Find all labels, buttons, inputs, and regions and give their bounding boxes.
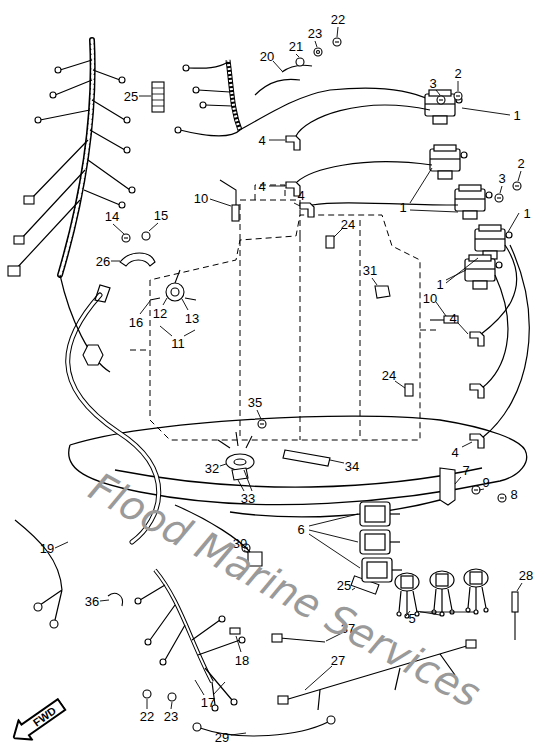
callout-number: 9 xyxy=(481,475,490,490)
callout-number: 4 xyxy=(450,445,459,460)
callout-number: 1 xyxy=(512,108,521,123)
callout-number: 5 xyxy=(407,611,416,626)
callout-number: 1 xyxy=(435,277,444,292)
callout-number: 4 xyxy=(257,133,266,148)
callout-number: 32 xyxy=(204,461,220,476)
callout-number: 11 xyxy=(170,336,186,351)
callout-number: 34 xyxy=(344,459,360,474)
callout-number: 24 xyxy=(381,368,397,383)
callout-number: 1 xyxy=(522,206,531,221)
callout-number: 16 xyxy=(128,315,144,330)
callout-number: 33 xyxy=(240,491,256,506)
callout-number: 10 xyxy=(193,191,209,206)
callout-number: 15 xyxy=(153,208,169,223)
callout-number: 17 xyxy=(200,695,216,710)
callout-number: 25 xyxy=(123,89,139,104)
callout-number: 24 xyxy=(340,217,356,232)
watermark: Flood Marine Services xyxy=(82,465,488,716)
callout-number: 7 xyxy=(461,463,470,478)
callout-number: 12 xyxy=(152,306,168,321)
callout-number: 3 xyxy=(428,76,437,91)
callout-number: 4 xyxy=(448,311,457,326)
callout-number: 6 xyxy=(296,522,305,537)
callout-number: 23 xyxy=(163,709,179,724)
callout-number: 18 xyxy=(234,653,250,668)
callout-number: 28 xyxy=(518,568,534,583)
callout-number: 10 xyxy=(422,291,438,306)
callout-number: 14 xyxy=(104,209,120,224)
callout-number: 13 xyxy=(184,311,200,326)
callout-number: 22 xyxy=(139,709,155,724)
callout-number: 21 xyxy=(288,39,304,54)
callout-number: 3 xyxy=(497,171,506,186)
callout-number: 4 xyxy=(296,188,305,203)
callout-number: 35 xyxy=(247,395,263,410)
callout-number: 36 xyxy=(84,594,100,609)
callout-number: 29 xyxy=(214,730,230,745)
callout-number: 2 xyxy=(516,156,525,171)
direction-label: FWD xyxy=(6,693,70,749)
callout-number: 22 xyxy=(330,12,346,27)
callout-number: 2 xyxy=(453,66,462,81)
callout-number: 27 xyxy=(330,653,346,668)
callout-number: 20 xyxy=(259,49,275,64)
callout-number: 19 xyxy=(39,541,55,556)
callout-number: 8 xyxy=(509,487,518,502)
callout-number: 4 xyxy=(257,179,266,194)
callout-number: 31 xyxy=(362,263,378,278)
callout-number: 26 xyxy=(95,254,111,269)
callout-number: 23 xyxy=(307,26,323,41)
callout-number: 25 xyxy=(336,578,352,593)
fwd-arrow: FWD xyxy=(6,693,70,749)
callout-number: 1 xyxy=(398,200,407,215)
